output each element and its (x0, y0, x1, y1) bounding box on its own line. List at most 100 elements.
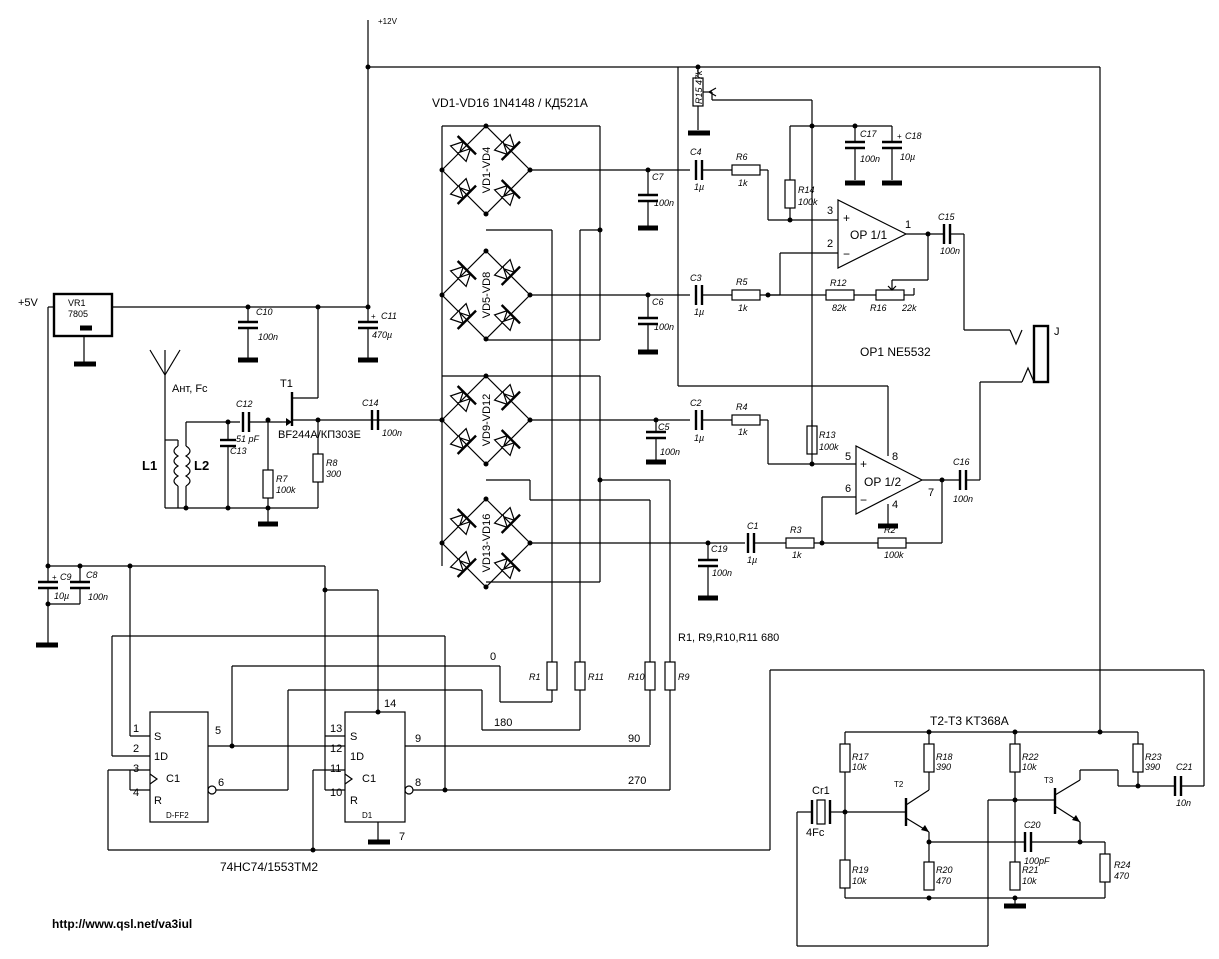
svg-text:100k: 100k (798, 197, 818, 207)
svg-text:R12: R12 (830, 278, 847, 288)
c19-cap: C19 100n (530, 540, 745, 601)
svg-text:+: + (897, 132, 902, 141)
svg-text:13: 13 (330, 723, 342, 735)
svg-text:L1: L1 (142, 458, 157, 473)
c14-cap: C14 100n (362, 398, 442, 438)
svg-text:3: 3 (827, 205, 833, 217)
svg-text:R11: R11 (588, 672, 604, 682)
svg-text:C21: C21 (1176, 762, 1193, 772)
svg-text:C4: C4 (690, 147, 702, 157)
svg-text:10µ: 10µ (900, 152, 915, 162)
diodes-title: VD1-VD16 1N4148 / КД521А (432, 96, 588, 110)
t1-fet: T1 BF244A/КП303Е (265, 378, 380, 441)
svg-text:Ант, Fc: Ант, Fc (172, 383, 208, 395)
svg-text:100n: 100n (88, 592, 108, 602)
svg-text:R10: R10 (628, 672, 645, 682)
diode-bridge-label: VD5-VD8 (481, 272, 493, 318)
diode-bridge-label: VD9-VD12 (481, 394, 493, 447)
resistors-note: R1, R9,R10,R11 680 (678, 632, 779, 644)
svg-text:12: 12 (330, 743, 342, 755)
svg-text:R21: R21 (1022, 865, 1039, 875)
c12-cap: C12 51 pF (236, 399, 282, 444)
svg-text:T3: T3 (1044, 776, 1054, 785)
antenna-icon: Ант, Fc (149, 349, 208, 440)
svg-text:5: 5 (845, 451, 851, 463)
svg-text:R5: R5 (736, 277, 748, 287)
svg-text:1µ: 1µ (694, 182, 704, 192)
svg-text:−: − (843, 247, 850, 261)
r5-resistor: R5 1k (731, 252, 838, 313)
c15-cap: C15 100n (938, 212, 1023, 346)
v12-label: +12V (378, 17, 398, 26)
svg-text:R6: R6 (736, 152, 748, 162)
svg-text:4: 4 (892, 499, 898, 511)
svg-text:10k: 10k (1022, 762, 1037, 772)
svg-text:C19: C19 (711, 544, 728, 554)
svg-text:C3: C3 (690, 273, 702, 283)
svg-text:+: + (843, 211, 850, 225)
svg-text:3: 3 (133, 763, 139, 775)
svg-text:R17: R17 (852, 752, 870, 762)
svg-text:2: 2 (827, 238, 833, 250)
c6-cap: C6 100n (530, 292, 690, 355)
svg-text:100n: 100n (258, 332, 278, 342)
diode-bridge-4: VD13-VD16 (439, 496, 533, 590)
svg-text:R16: R16 (870, 303, 887, 313)
svg-text:R1: R1 (529, 672, 541, 682)
c9-c8-caps: + C9 10µ C8 100n (36, 563, 325, 648)
svg-text:8: 8 (892, 451, 898, 463)
r8-resistor: R8 300 (312, 420, 341, 508)
diode-bridge-3: VD9-VD12 (439, 373, 533, 467)
svg-text:10k: 10k (1022, 876, 1037, 886)
svg-text:C18: C18 (905, 131, 922, 141)
c7-cap: C7 100n (530, 167, 690, 231)
r18-resistor: R18 390 (923, 732, 953, 790)
svg-text:R9: R9 (678, 672, 690, 682)
svg-text:R13: R13 (819, 430, 836, 440)
svg-text:L2: L2 (194, 458, 209, 473)
url-text: http://www.qsl.net/va3iul (52, 917, 192, 931)
svg-text:C14: C14 (362, 398, 379, 408)
svg-text:1D: 1D (350, 751, 364, 763)
svg-text:4: 4 (133, 787, 139, 799)
svg-text:4Fc: 4Fc (806, 827, 825, 839)
r9-resistor: R9 (664, 661, 690, 790)
svg-text:11: 11 (330, 763, 341, 775)
svg-text:1D: 1D (154, 751, 168, 763)
svg-text:C11: C11 (381, 311, 397, 321)
t2-transistor: T2 (842, 780, 930, 833)
svg-text:C7: C7 (652, 172, 664, 182)
r1-resistor: R1 (529, 661, 558, 702)
svg-text:7805: 7805 (68, 309, 88, 319)
regulator-vr1: VR1 7805 (47, 292, 368, 566)
svg-text:10: 10 (330, 787, 342, 799)
svg-text:+: + (52, 573, 57, 582)
svg-text:C5: C5 (658, 422, 670, 432)
svg-text:C2: C2 (690, 398, 702, 408)
r7-resistor: R7 100k (258, 420, 296, 527)
svg-text:470µ: 470µ (372, 330, 392, 340)
svg-text:C16: C16 (953, 457, 970, 467)
svg-text:6: 6 (845, 483, 851, 495)
svg-text:14: 14 (384, 698, 396, 710)
svg-text:C6: C6 (652, 297, 664, 307)
phase-270: 270 (628, 775, 646, 787)
svg-text:OP 1/2: OP 1/2 (864, 475, 901, 489)
op11-amp: OP 1/1 + − 3 2 1 (827, 199, 911, 269)
svg-text:C1: C1 (166, 773, 180, 785)
r20-resistor: R20 470 (923, 861, 953, 891)
svg-text:D1: D1 (362, 811, 373, 820)
svg-text:R19: R19 (852, 865, 869, 875)
svg-text:100n: 100n (860, 154, 880, 164)
svg-text:9: 9 (415, 733, 421, 745)
dff2-chip: S 1D C1 R D-FF2 1 2 3 4 5 6 (133, 711, 224, 823)
svg-text:R4: R4 (736, 402, 748, 412)
r10-resistor: R10 (628, 661, 656, 745)
svg-text:470: 470 (936, 876, 951, 886)
svg-text:C13: C13 (230, 446, 247, 456)
phase-90: 90 (628, 733, 640, 745)
svg-text:R15 47k: R15 47k (694, 70, 704, 104)
r22-resistor: R22 10k (1009, 732, 1039, 862)
svg-text:6: 6 (218, 777, 224, 789)
